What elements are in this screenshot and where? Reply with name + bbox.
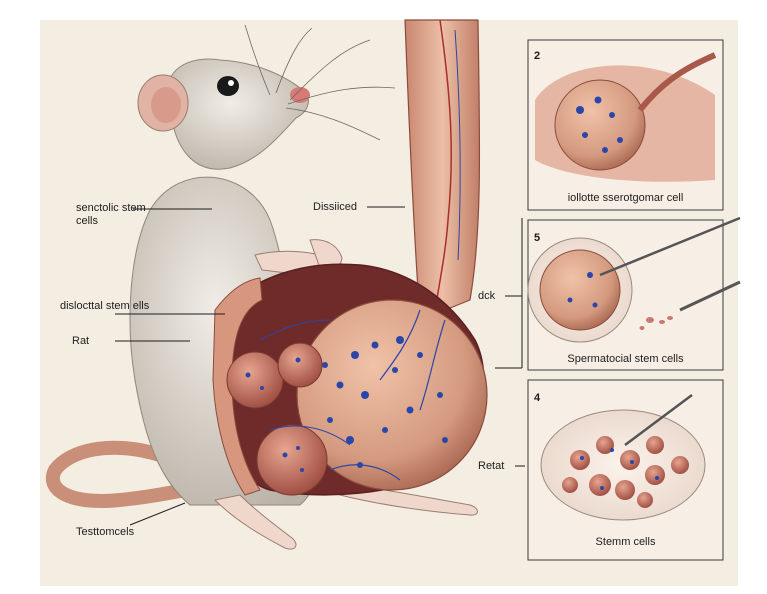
testis-vessels (329, 309, 446, 481)
panel-5-number: 5 (534, 232, 541, 244)
leader-lines (115, 206, 525, 526)
rat-hind-foot-2 (339, 484, 478, 516)
duct-tube (404, 19, 481, 321)
panel-2-caption: iollotte sserotgomar cell (567, 192, 684, 204)
rat-head (167, 58, 309, 170)
label-testomcels: Testtomcels (76, 526, 135, 538)
panel-4-cells (562, 436, 689, 508)
panel-5-caption: Spermatocial stem cells (567, 353, 684, 365)
testis-small-3 (256, 424, 328, 496)
panel-2-number: 2 (534, 50, 541, 62)
rat-ear-inner (151, 87, 181, 123)
panel-4-caption: Stemm cells (595, 536, 656, 548)
rat-tail (45, 440, 207, 508)
testis-main (296, 299, 488, 491)
duct-vessel (434, 19, 453, 311)
panel-5-needle-2 (679, 280, 741, 312)
rat-hind-foot (213, 494, 297, 550)
cavity-wall (212, 277, 263, 496)
label-sertoli: senctolic stem cells (76, 202, 146, 227)
rat-eye (217, 76, 239, 96)
label-rat: Rat (72, 335, 90, 347)
panel-4-number: 4 (534, 392, 541, 404)
testis-small-1 (226, 351, 284, 409)
duct-vessel-blue (454, 29, 461, 261)
testis-small-2 (277, 342, 323, 388)
panel-5-cell-ball (539, 249, 621, 331)
rat-nose (290, 87, 310, 103)
panel-5-needle-1 (599, 216, 741, 277)
label-retat: Retat (478, 460, 505, 472)
label-dislocated: dislocttal stem ells (60, 300, 150, 312)
testis-cells (322, 336, 448, 468)
panel-4-spatula (624, 393, 693, 447)
label-dissected: Dissiiced (313, 201, 358, 213)
panel-2-cell-ball (554, 79, 646, 171)
label-dck: dck (478, 290, 496, 302)
rat-whiskers (244, 24, 396, 141)
